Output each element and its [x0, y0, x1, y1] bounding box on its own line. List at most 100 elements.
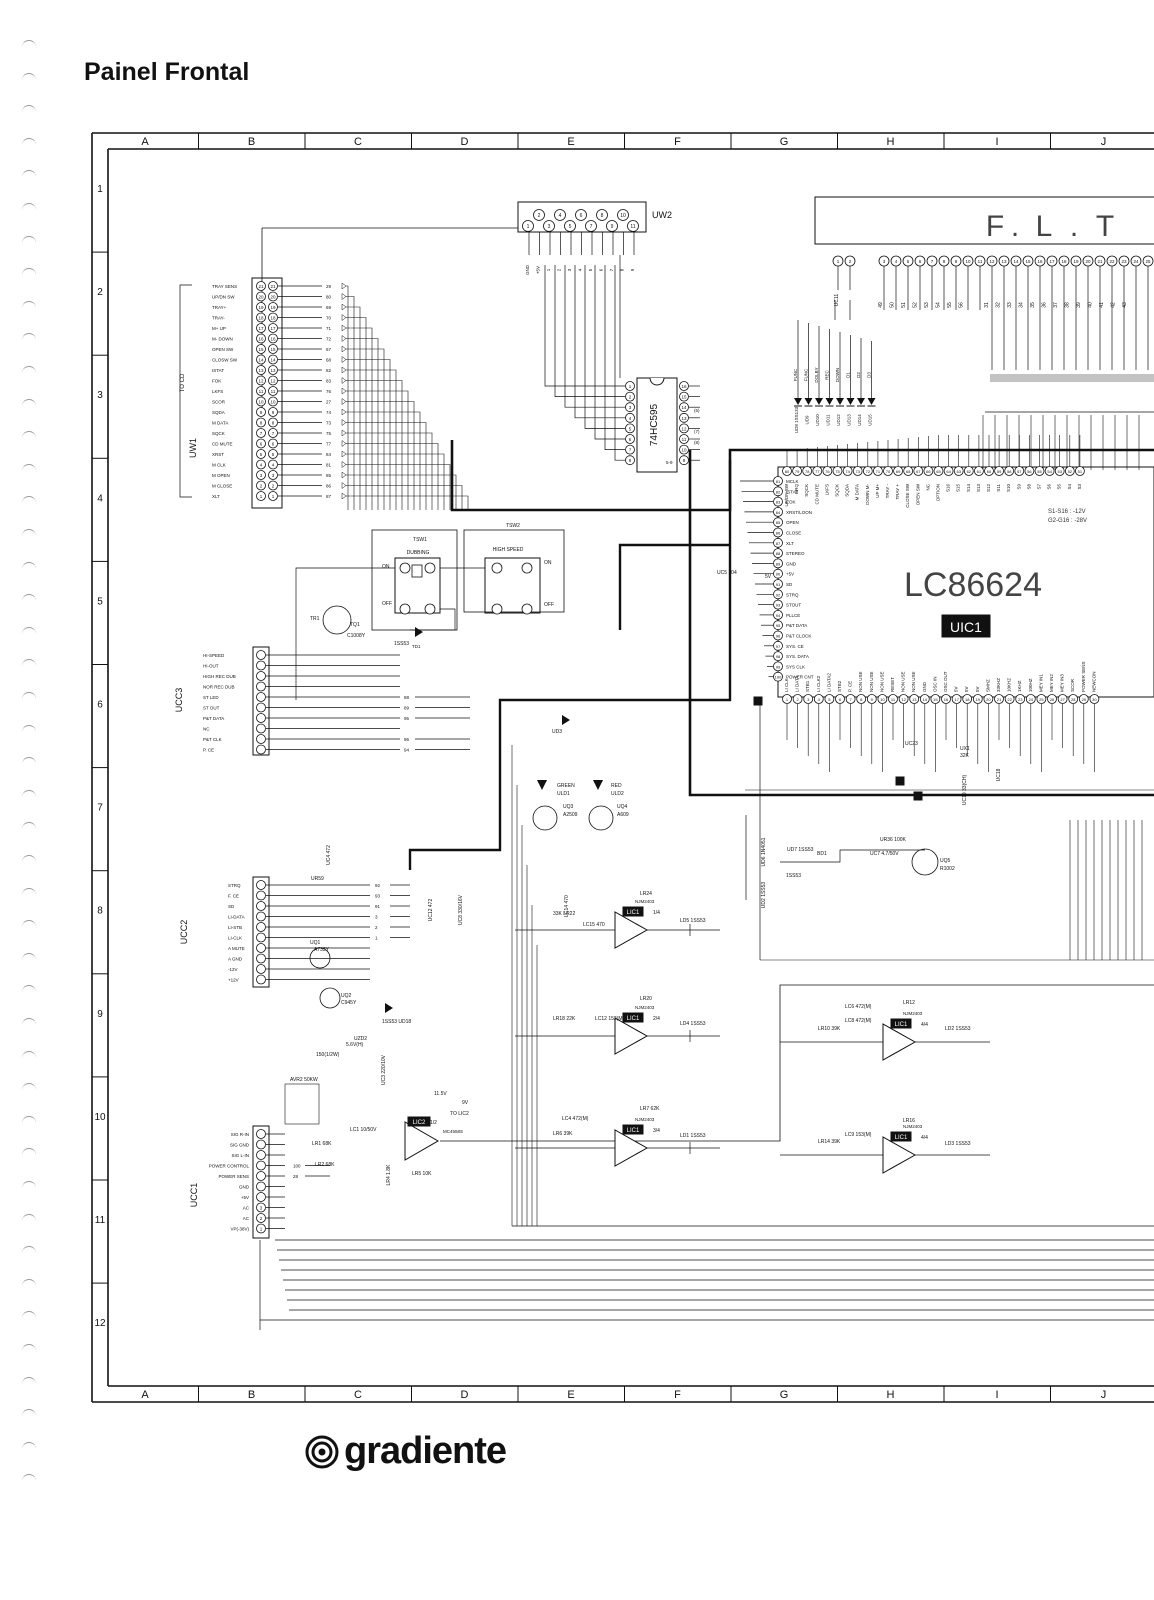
mcu-pin: [773, 630, 783, 641]
ucc1-pin: [256, 1181, 266, 1192]
mcu-pin: [898, 694, 909, 704]
ur10-label: 150(1/2W): [316, 1052, 340, 1058]
mcu-pin: [983, 694, 994, 704]
mcu-pin-number: 23: [1018, 697, 1023, 702]
ucc2-pin-label: SD: [228, 904, 235, 909]
mcu-pin-number: 9: [871, 697, 874, 702]
uw1-pin-number: 7: [260, 431, 263, 436]
uw1-net-label: 74: [326, 410, 332, 415]
mcu-pin: [984, 466, 994, 476]
mcu-pin-number: 13: [912, 697, 917, 702]
binding-hole: [22, 1181, 36, 1189]
uw2-pin-number: 11: [630, 224, 635, 230]
opamp-unit: 4/4: [921, 1022, 928, 1028]
ucc3-pin-label: P&T CLK: [203, 737, 222, 742]
column-label-top: G: [780, 136, 789, 148]
uw1-pin-number: 17: [270, 326, 276, 331]
uw1-net-label: 81: [326, 463, 332, 468]
uw1-pin: [268, 323, 278, 333]
mcu-pin-number: 62: [967, 469, 972, 474]
flt-grid-pin: 37: [1053, 302, 1059, 308]
flt-pin: [1046, 255, 1058, 267]
mcu-pin-label: MCLK: [786, 479, 799, 484]
uw1-pin-label: SQCK: [212, 431, 225, 436]
uld1-label: ULD1: [557, 791, 570, 797]
binding-hole: [22, 1311, 36, 1319]
tsw2-on: ON: [544, 560, 552, 566]
green-led: [537, 780, 547, 790]
uw1-net-label: 87: [326, 494, 332, 499]
flt-pin-number: 10: [965, 259, 971, 264]
column-label-top: F: [674, 136, 681, 148]
opamp-lic1-a: [614, 911, 649, 949]
ic-pin: [679, 423, 689, 434]
ucc2-pin: [256, 901, 266, 911]
switch-slider: [411, 564, 423, 578]
flt-pin: [844, 255, 856, 267]
ic-pin: [679, 455, 689, 466]
mcu-pin-number: 52: [1068, 469, 1073, 474]
component-label: LR20: [640, 996, 652, 1002]
binding-hole: [22, 985, 36, 993]
mcu-ref-badge: [941, 614, 991, 638]
ic-pin: [625, 402, 635, 413]
net-arrow: [341, 345, 347, 353]
ucc3-pin-label: HIGH REC DUB: [203, 674, 236, 679]
binding-hole: [22, 40, 36, 48]
bus-c: [618, 543, 730, 630]
ic-pin-number: 3: [629, 405, 632, 410]
mcu-pin-number: 96: [776, 634, 781, 639]
flt-grid-pin: 41: [1099, 302, 1105, 308]
ic-pin: [625, 434, 635, 444]
mcu-pin: [824, 694, 835, 704]
opamp-unit: 1/4: [653, 910, 660, 916]
ucc1-pin: [256, 1171, 266, 1181]
mcu-top-label: CLOSE SW: [905, 483, 910, 508]
component-label: LD4 1SS53: [680, 1021, 706, 1027]
flt-pin-number: 17: [1049, 259, 1055, 264]
tsw1-off: OFF: [382, 601, 392, 607]
net-arrow: [341, 387, 347, 395]
opamp-badge: [622, 906, 644, 917]
uw2-connector: [517, 201, 647, 233]
bus-b: [688, 450, 1154, 797]
mcu-pin-number: 97: [776, 644, 781, 649]
mcu-top-label: SQCK: [804, 484, 809, 497]
row-label: 4: [97, 493, 103, 504]
mcu-pin: [1068, 694, 1079, 704]
mcu-pin: [832, 466, 843, 476]
flt-pin-number: 3: [883, 259, 886, 264]
uw1-pin: [268, 291, 278, 302]
flt-pin-number: 2: [849, 259, 852, 264]
uw2-pin-number: 5: [569, 224, 572, 230]
wire: [346, 317, 367, 510]
uc8-label: UC8 330/16V: [458, 894, 464, 925]
tsw1-body: [394, 557, 441, 614]
mcu-pin-number: 86: [776, 531, 781, 536]
uld2-label: ULD2: [611, 791, 624, 797]
mcu-pin-number: 15: [933, 697, 938, 702]
mcu-bottom-label: 100HZ: [1028, 678, 1033, 692]
component-label: LR14 39K: [818, 1139, 841, 1145]
mcu-pin-number: 8: [860, 697, 863, 702]
mcu-pin: [813, 694, 824, 704]
flt-grid-pin: 54: [936, 302, 942, 308]
net-arrow: [341, 440, 347, 447]
row-label: 3: [97, 390, 103, 401]
binding-hole: [22, 692, 36, 700]
tsw2-outline: [463, 529, 565, 613]
mcu-pin-number: 92: [776, 592, 781, 597]
mcu-pin-number: 1: [786, 697, 789, 702]
mcu-pin: [963, 466, 974, 476]
uw1-pin-number: 3: [260, 473, 263, 478]
binding-hole: [22, 1050, 36, 1059]
v9-label: 9V: [462, 1100, 469, 1106]
mcu-pin: [782, 466, 792, 476]
uw1-pin-label: M+ UP: [212, 326, 226, 331]
uw1-pin-label: ISTAT: [212, 368, 224, 373]
binding-hole: [22, 1083, 36, 1091]
mcu-pin: [773, 548, 783, 558]
mcu-pin-label: P&T DATA: [786, 623, 807, 628]
mcu-pin-number: 2: [796, 697, 799, 702]
flt-grid-pin: 53: [924, 302, 930, 308]
